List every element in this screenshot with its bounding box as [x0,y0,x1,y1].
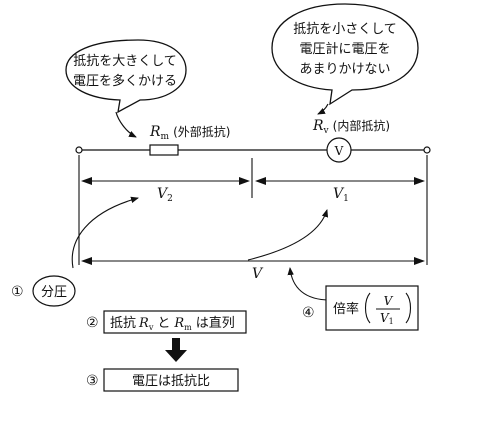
left-bubble-shape [65,39,187,114]
note-1-number: ① [11,284,24,300]
terminal-right [423,146,431,154]
note-3: ③ 電圧は抵抗比 [86,368,239,392]
left-bubble-pointer-arrow [115,111,137,138]
left-bubble-line-1: 抵抗を大きくして [73,54,177,69]
right-bubble-line-1: 抵抗を小さくして [293,22,397,37]
voltage-arrows: V2 V1 V [81,177,425,282]
note-4-denominator: V1 [380,311,394,326]
note-4-text: 倍率 [333,301,359,317]
rm-label: Rm(外部抵抗) [149,124,230,142]
v1-arrowhead-left [255,177,266,185]
guide-lines [78,155,428,265]
note-3-number: ③ [86,373,99,389]
right-bubble-line-2: 電圧計に電圧を [299,41,390,57]
right-speech-bubble: 抵抗を小さくして 電圧計に電圧を あまりかけない [271,3,419,115]
note-1: ① 分圧 [11,275,76,307]
note-1-text: 分圧 [41,285,67,300]
down-arrow [165,338,187,362]
v1-label: V1 [333,186,349,204]
voltmeter-label: V [334,144,344,158]
v-to-v1-arrow [247,209,329,261]
note-3-text: 電圧は抵抗比 [132,374,210,389]
note-1-ellipse [32,275,76,307]
note-4-left-paren [364,292,371,324]
note-4-right-paren [405,292,412,324]
circuit: V Rm(外部抵抗) Rv(内部抵抗) [75,118,431,163]
v-total-arrowhead-right [414,257,425,265]
v2-label: V2 [157,186,173,204]
note-4-box [325,285,419,331]
curved-arrows [71,196,331,301]
v1-arrowhead-right [414,177,425,185]
right-bubble-line-3: あまりかけない [299,62,390,77]
v-total-arrowhead-left [81,257,92,265]
note-2-box [103,310,247,334]
terminal-left [75,146,83,154]
note-3-box [103,368,239,392]
left-speech-bubble: 抵抗を大きくして 電圧を多くかける [65,39,187,138]
note-2-number: ② [86,315,99,331]
resistor-rm [149,144,179,156]
v2-arrowhead-left [81,177,92,185]
rv-label: Rv(内部抵抗) [312,118,390,136]
v-total-label: V [252,266,264,282]
note-4-number: ④ [302,305,315,321]
note-4-numerator: V [384,294,394,308]
right-bubble-shape [271,3,419,106]
note-4: ④ 倍率 V V1 [302,285,419,331]
right-bubble-pointer-arrow [317,103,329,115]
bairitsu-to-v-arrow [287,267,331,301]
v2-arrowhead-right [239,177,250,185]
bundan-to-v2-arrow [71,196,139,269]
left-bubble-line-2: 電圧を多くかける [73,73,177,89]
